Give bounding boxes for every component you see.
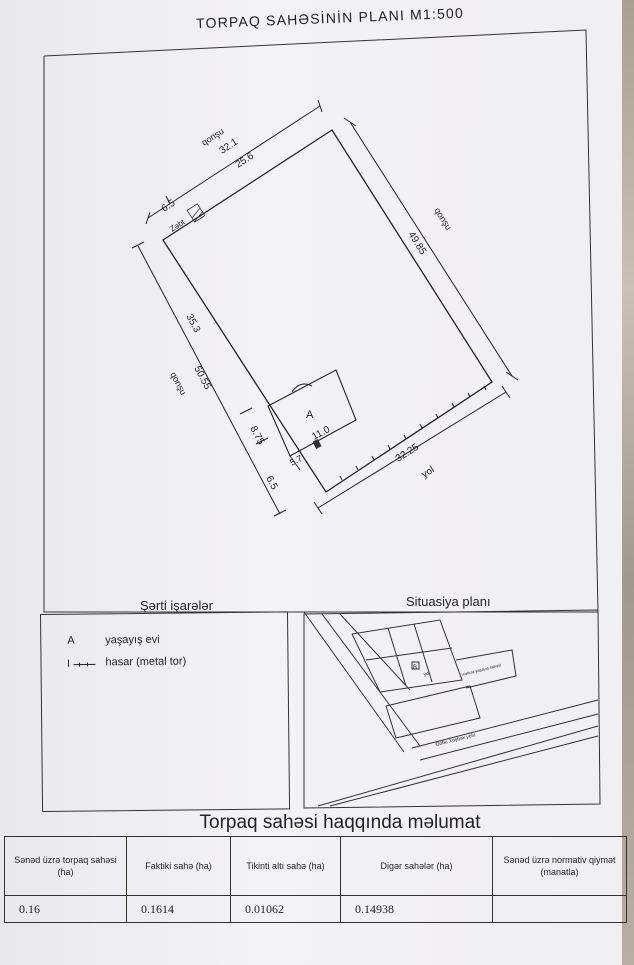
dim-left-lower: 6.5 (263, 474, 279, 492)
header-actual-area: Faktiki sahə (ha) (126, 836, 231, 896)
neighbor-bottom-label: yol (420, 464, 437, 480)
dim-line-bottom (317, 391, 507, 509)
situation-plan-map: B Gobu Xoşbəx yolu yol mərkəz yaşayış sa… (303, 609, 601, 809)
drawing-frame (43, 29, 599, 613)
dim-top-inner: 25.6 (234, 150, 257, 170)
legend-item-text-fence: hasar (metal tor) (105, 655, 187, 669)
dim-right-side: 49.85 (405, 230, 428, 257)
situation-street-3: mərkəz yaşayış sahəsi (461, 662, 502, 677)
neighbor-left-label: qonşu (168, 370, 188, 396)
fence-ticks (339, 385, 487, 481)
header-document-area: Sənəd üzrə torpaq sahəsi (ha) (4, 836, 127, 896)
dim-left-mid: 8.75 (247, 424, 266, 447)
fence-symbol-icon (67, 656, 97, 668)
legend-item-symbol-a: A (67, 634, 75, 647)
header-normative-price: Sənəd üzrə normativ qiymət (manatla) (492, 836, 627, 896)
dim-left-side: 50.55 (191, 364, 213, 392)
legend-box: A yaşayış evi hasar (metal tor) (40, 611, 291, 812)
situation-street-2: yol (423, 671, 431, 678)
value-building-area: 0.01062 (230, 895, 341, 923)
dim-line-top (147, 105, 321, 219)
info-section-title: Torpaq sahəsi haqqında məlumat (199, 812, 481, 833)
header-building-area: Tikinti altı sahə (ha) (230, 836, 341, 896)
dim-line-left (137, 245, 281, 515)
value-other-area: 0.14938 (340, 895, 493, 923)
building-label: A (306, 409, 314, 421)
header-other-area: Digər sahələr (ha) (340, 836, 493, 896)
neighbor-right-label: qonşu (432, 206, 453, 232)
corner-zebt-hatch (186, 203, 206, 223)
legend-item-text-house: yaşayış evi (105, 633, 160, 647)
table-row: 0.16 0.1614 0.01062 0.14938 (4, 895, 627, 923)
dim-left-upper: 35.3 (183, 312, 202, 335)
table-header-row: Sənəd üzrə torpaq sahəsi (ha) Faktiki sa… (4, 836, 627, 896)
value-normative-price (492, 895, 627, 923)
situation-street-1: Gobu Xoşbəx yolu (435, 732, 476, 748)
house-width-label: 11.0 (310, 424, 332, 443)
value-document-area: 0.16 (4, 895, 127, 923)
house-footprint (267, 369, 357, 471)
situation-marker: B (413, 665, 417, 671)
value-actual-area: 0.1614 (126, 895, 231, 923)
dim-top-total: 32.1 (218, 136, 241, 156)
background-edge (622, 0, 634, 965)
land-info-table: Sənəd üzrə torpaq sahəsi (ha) Faktiki sa… (4, 836, 627, 923)
parcel-boundary (162, 129, 493, 493)
dim-line-right (349, 121, 513, 377)
legend-title: Şərti işarələr (140, 598, 213, 613)
situation-title: Situasiya planı (406, 594, 491, 609)
